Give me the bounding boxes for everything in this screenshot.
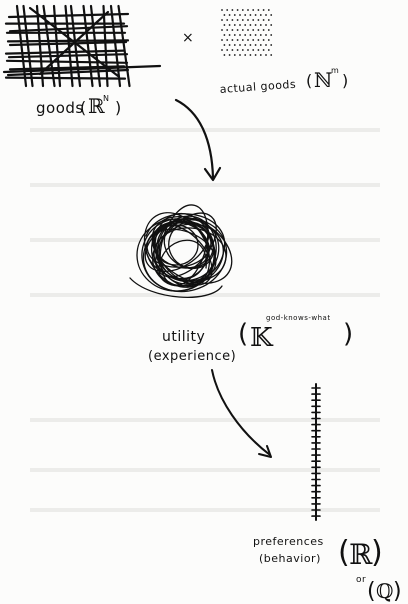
utility-space-symbol: 𝕂 <box>250 323 274 353</box>
actual-goods-paren-open: ( <box>306 71 313 90</box>
utility-space-exponent: god-knows-what <box>266 314 331 322</box>
dot-lattice-icon <box>221 9 273 56</box>
utility-label: utility <box>162 329 205 345</box>
actual-goods-space-exponent: m <box>331 66 339 75</box>
number-line-icon <box>311 383 321 521</box>
goods-label: goods <box>36 99 84 117</box>
goods-to-utility-arrow <box>174 98 222 182</box>
preferences-alt-paren-close: ) <box>393 579 402 604</box>
behavior-label: (behavior) <box>259 552 321 565</box>
scribble-ball-icon <box>129 204 233 298</box>
goods-paren-open: ( <box>80 98 87 117</box>
experience-label: (experience) <box>148 349 236 364</box>
goods-space-symbol: ℝ <box>88 94 105 118</box>
preferences-label: preferences <box>253 535 324 548</box>
utility-to-preferences-arrow <box>211 369 272 458</box>
preferences-paren-open: ( <box>338 535 350 570</box>
preferences-alt-paren-open: ( <box>367 579 376 604</box>
actual-goods-label: actual goods <box>219 78 296 96</box>
preferences-space-symbol-real: ℝ <box>349 538 373 571</box>
goods-space-exponent: N <box>103 94 109 103</box>
utility-paren-close: ) <box>343 319 354 349</box>
preferences-space-symbol-rational: ℚ <box>376 579 393 603</box>
actual-goods-space-symbol: ℕ <box>314 68 332 92</box>
preferences-paren-close: ) <box>371 535 383 570</box>
crosshatch-grid-icon <box>2 4 162 88</box>
actual-goods-paren-close: ) <box>342 71 349 90</box>
or-label: or <box>356 575 366 585</box>
goods-paren-close: ) <box>115 98 122 117</box>
utility-paren-open: ( <box>238 319 249 349</box>
times-symbol: × <box>182 30 194 46</box>
